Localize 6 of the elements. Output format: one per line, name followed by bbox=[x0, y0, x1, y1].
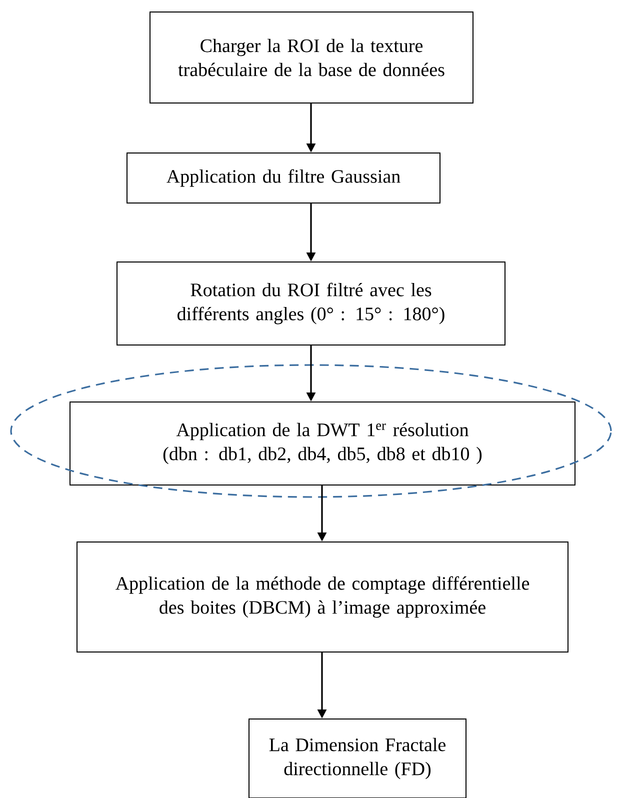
process-box: Rotation du ROI filtré avec les différents angles (0° : 15° : 180°) bbox=[116, 262, 506, 346]
process-box: Application de la DWT 1$^{er}$ résolution (dbn : db1, db2, db4, db5, db8 et db10 ) bbox=[70, 402, 576, 486]
process-box: Application de la méthode de comptage différentielle des boites (DBCM) à l’image approximée bbox=[76, 542, 568, 652]
process-box: La Dimension Fractale directionnelle (FD) bbox=[248, 718, 466, 798]
process-box: Application du filtre Gaussian bbox=[126, 152, 440, 204]
process-box: Charger la ROI de la texture trabéculaire de la base de données bbox=[150, 12, 474, 104]
